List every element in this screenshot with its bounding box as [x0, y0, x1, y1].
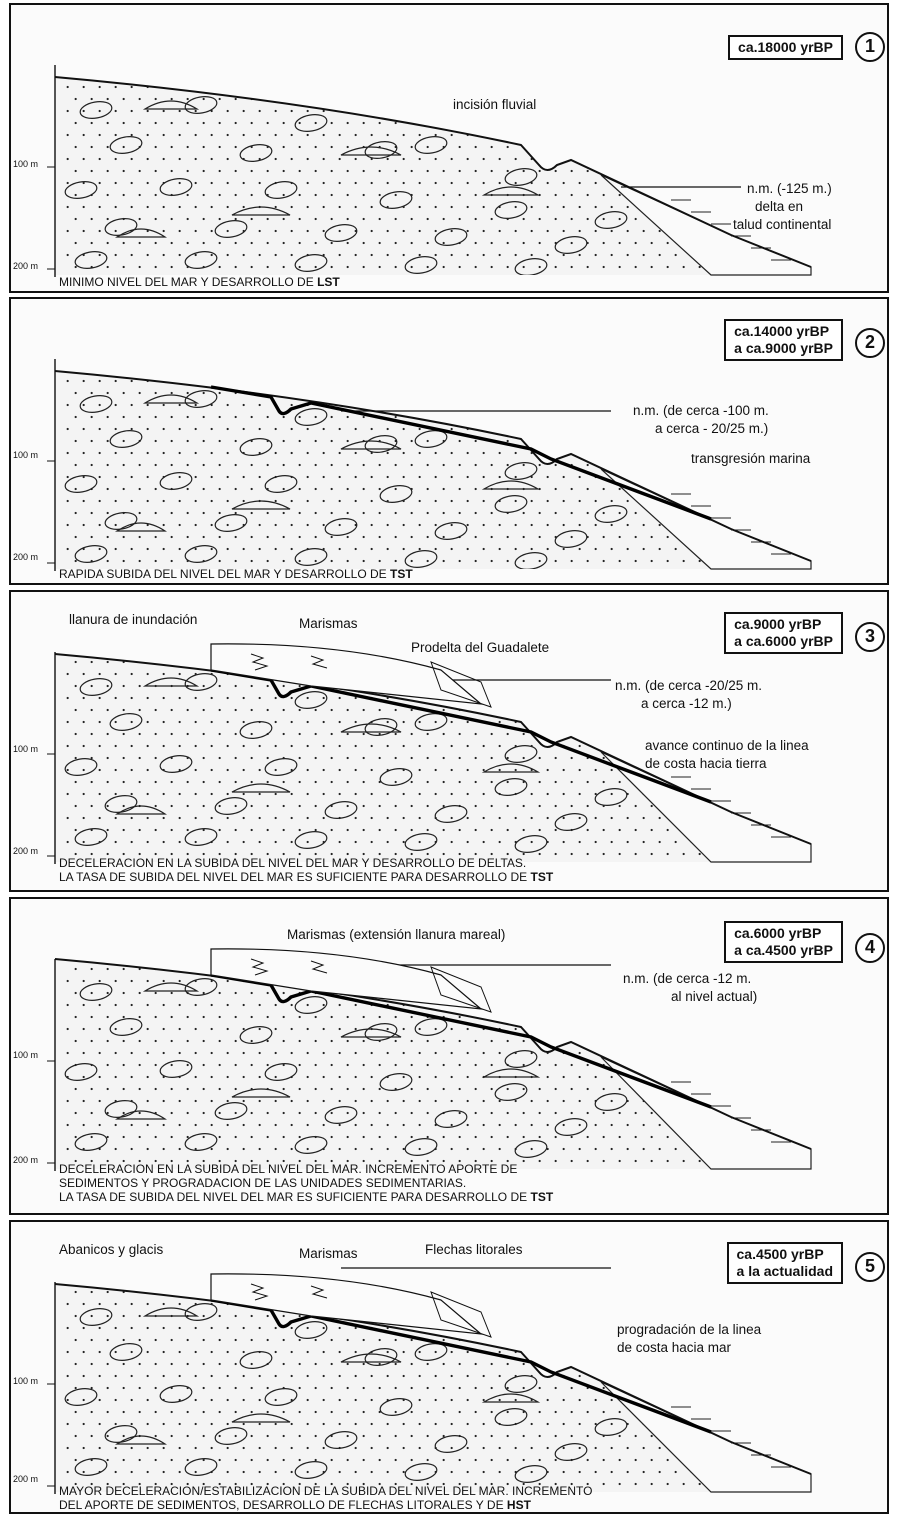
label-sea-level-1: n.m. (de cerca -12 m. — [623, 971, 752, 986]
panel-1: ca.18000 yrBP 1 100 m 200 m incisión flu… — [9, 3, 889, 293]
caption: MAYOR DECELERACION/ESTABILIZACION DE LA … — [59, 1484, 593, 1512]
ground-surface — [54, 653, 812, 845]
label-sea-level-2: a cerca -12 m.) — [641, 696, 732, 711]
marsh-pattern — [250, 1283, 328, 1301]
panel-5: ca.4500 yrBP a la actualidad 5 100 m 200… — [9, 1220, 889, 1514]
ground-surface — [54, 958, 812, 1150]
label-abanicos: Abanicos y glacis — [59, 1242, 164, 1257]
panel-2: ca.14000 yrBP a ca.9000 yrBP 2 100 m 200… — [9, 297, 889, 585]
date-line-2: a ca.4500 yrBP — [734, 942, 833, 958]
date-line-1: ca.4500 yrBP — [736, 1246, 824, 1262]
date-box: ca.9000 yrBP a ca.6000 yrBP — [724, 612, 843, 654]
caption: DECELERACION EN LA SUBIDA DEL NIVEL DEL … — [59, 856, 554, 884]
prodelta — [430, 1291, 492, 1338]
label-marismas: Marismas — [299, 1246, 358, 1261]
label-sea-level: n.m. (-125 m.) — [747, 181, 832, 196]
label-prog-1: progradación de la linea — [617, 1322, 762, 1337]
ground-surface — [54, 76, 812, 268]
date-box: ca.6000 yrBP a ca.4500 yrBP — [724, 921, 843, 963]
tick-100m: 100 m — [13, 450, 39, 460]
panel-number: 1 — [855, 32, 885, 62]
substrate — [55, 959, 811, 1169]
label-delta-1: delta en — [755, 199, 804, 214]
marsh-pattern — [250, 653, 328, 671]
caption: MINIMO NIVEL DEL MAR Y DESARROLLO DE LST — [59, 275, 340, 289]
label-prodelta: Prodelta del Guadalete — [411, 640, 550, 655]
substrate — [55, 1284, 811, 1492]
label-marismas: Marismas (extensión llanura mareal) — [287, 927, 506, 942]
label-sea-level-2: a cerca - 20/25 m.) — [655, 421, 769, 436]
date-line-1: ca.9000 yrBP — [734, 616, 822, 632]
ground-surface — [54, 370, 812, 562]
date-line-2: a ca.9000 yrBP — [734, 340, 833, 356]
label-sea-level-1: n.m. (de cerca -100 m. — [633, 403, 769, 418]
tick-200m: 200 m — [13, 1155, 39, 1165]
panel-number: 2 — [855, 328, 885, 358]
substrate — [55, 371, 811, 569]
tick-100m: 100 m — [13, 1376, 39, 1386]
tick-200m: 200 m — [13, 552, 39, 562]
date-box: ca.14000 yrBP a ca.9000 yrBP — [724, 319, 843, 361]
transgressive-surface — [210, 973, 712, 1109]
panel-3: ca.9000 yrBP a ca.6000 yrBP 3 100 m 200 … — [9, 590, 889, 892]
substrate — [55, 77, 811, 275]
date-line-1: ca.18000 yrBP — [738, 39, 833, 55]
marsh-wedge — [210, 1273, 483, 1335]
panel-number: 5 — [855, 1252, 885, 1282]
cross-section-3 — [47, 643, 812, 864]
label-sea-level-2: al nivel actual) — [671, 989, 758, 1004]
label-marismas: Marismas — [299, 616, 358, 631]
transgressive-surface — [210, 1298, 712, 1434]
label-flechas: Flechas litorales — [425, 1242, 523, 1257]
label-prog-2: de costa hacia mar — [617, 1340, 732, 1355]
label-incision-fluvial: incisión fluvial — [453, 97, 537, 112]
cross-section-5 — [47, 1267, 812, 1494]
label-avance-1: avance continuo de la linea — [645, 738, 809, 753]
panel-number: 3 — [855, 622, 885, 652]
marsh-wedge — [210, 643, 483, 705]
date-box: ca.4500 yrBP a la actualidad — [726, 1242, 843, 1284]
tick-100m: 100 m — [13, 1050, 39, 1060]
tick-200m: 200 m — [13, 846, 39, 856]
label-llanura: llanura de inundación — [69, 612, 198, 627]
date-line-2: a la actualidad — [736, 1263, 833, 1279]
caption: DECELERACION EN LA SUBIDA DEL NIVEL DEL … — [59, 1162, 554, 1204]
label-transgresion: transgresión marina — [691, 451, 811, 466]
prodelta — [430, 966, 492, 1013]
date-box: ca.18000 yrBP — [728, 35, 843, 60]
transgressive-surface — [210, 668, 712, 804]
date-line-2: a ca.6000 yrBP — [734, 633, 833, 649]
tick-100m: 100 m — [13, 159, 39, 169]
cross-section-4 — [47, 948, 812, 1171]
caption: RAPIDA SUBIDA DEL NIVEL DEL MAR Y DESARR… — [59, 567, 413, 581]
marsh-pattern — [250, 958, 328, 976]
label-avance-2: de costa hacia tierra — [645, 756, 767, 771]
panel-number: 4 — [855, 933, 885, 963]
tick-200m: 200 m — [13, 1474, 39, 1484]
panel-4: ca.6000 yrBP a ca.4500 yrBP 4 100 m 200 … — [9, 897, 889, 1215]
substrate — [55, 654, 811, 862]
cross-section-2 — [47, 359, 812, 571]
transgressive-surface — [210, 385, 712, 521]
tick-200m: 200 m — [13, 261, 39, 271]
label-sea-level-1: n.m. (de cerca -20/25 m. — [615, 678, 763, 693]
prodelta — [430, 661, 492, 708]
ground-surface — [54, 1283, 812, 1475]
cross-section-1 — [47, 65, 812, 277]
tick-100m: 100 m — [13, 744, 39, 754]
marsh-wedge — [210, 948, 483, 1010]
date-line-1: ca.6000 yrBP — [734, 925, 822, 941]
date-line-1: ca.14000 yrBP — [734, 323, 830, 339]
label-delta-2: talud continental — [733, 217, 832, 232]
